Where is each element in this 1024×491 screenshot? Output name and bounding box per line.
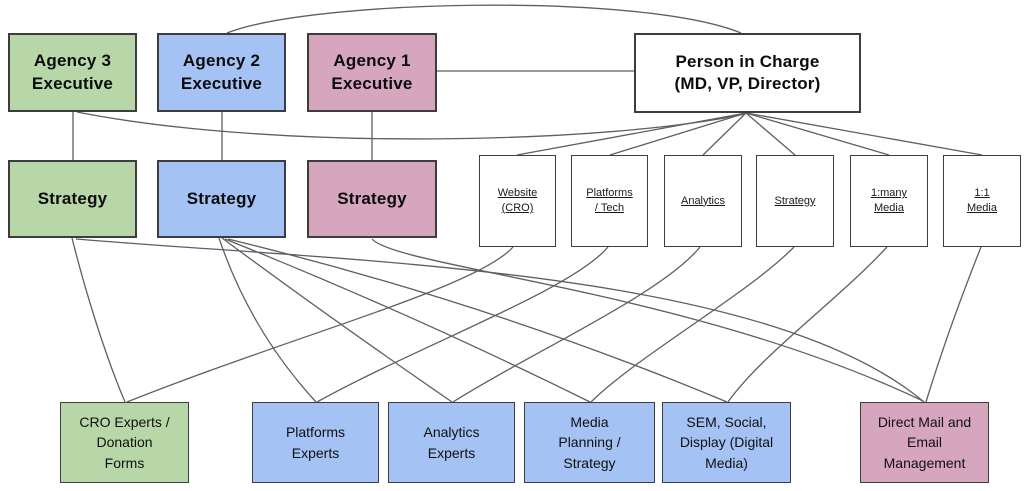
- function-platforms-tech-box: Platforms / Tech: [571, 155, 648, 247]
- connector-pic-platforms: [609, 112, 747, 156]
- agency-1-executive-box: Agency 1 Executive: [307, 33, 437, 112]
- connector-strategy2-sem: [227, 238, 728, 403]
- cro-experts-box: CRO Experts / Donation Forms: [60, 402, 189, 483]
- function-strategy-box: Strategy: [756, 155, 834, 247]
- direct-mail-email-box: Direct Mail and Email Management: [860, 402, 989, 483]
- connector-pic-11: [745, 112, 983, 156]
- platforms-experts-box: Platforms Experts: [252, 402, 379, 483]
- connector-strategy2-analytics: [221, 237, 453, 403]
- connector-platforms-experts: [316, 246, 609, 403]
- connector-strategy1-directmail: [371, 238, 924, 402]
- agency-3-executive-box: Agency 3 Executive: [8, 33, 137, 112]
- media-planning-strategy-box: Media Planning / Strategy: [524, 402, 655, 483]
- connector-analytics-experts: [452, 246, 701, 403]
- connector-agency3-pic: [76, 111, 746, 140]
- agency-3-strategy-box: Strategy: [8, 160, 137, 238]
- connector-pic-website: [516, 112, 747, 156]
- connector-strategy3-cro: [71, 237, 126, 403]
- connector-agency2-pic: [226, 4, 742, 34]
- function-1many-media-box: 1:many Media: [850, 155, 928, 247]
- connector-strategyfn-media: [590, 246, 795, 403]
- function-analytics-box: Analytics: [664, 155, 742, 247]
- analytics-experts-box: Analytics Experts: [388, 402, 515, 483]
- connector-website-cro: [126, 246, 514, 403]
- connector-pic-analytics: [702, 112, 747, 156]
- agency-1-strategy-box: Strategy: [307, 160, 437, 238]
- function-11-media-box: 1:1 Media: [943, 155, 1021, 247]
- connector-strategy2-platforms: [218, 237, 317, 403]
- connector-pic-strategy: [745, 112, 796, 156]
- connector-strategy3-directmail: [75, 238, 925, 403]
- connector-strategy2-media: [224, 238, 591, 403]
- connector-11-directmail: [925, 246, 982, 403]
- connector-pic-1many: [745, 112, 890, 156]
- agency-2-strategy-box: Strategy: [157, 160, 286, 238]
- agency-2-executive-box: Agency 2 Executive: [157, 33, 286, 112]
- connector-1many-sem: [727, 246, 888, 403]
- function-website-cro-box: Website (CRO): [479, 155, 556, 247]
- sem-social-display-box: SEM, Social, Display (Digital Media): [662, 402, 791, 483]
- person-in-charge-box: Person in Charge (MD, VP, Director): [634, 33, 861, 113]
